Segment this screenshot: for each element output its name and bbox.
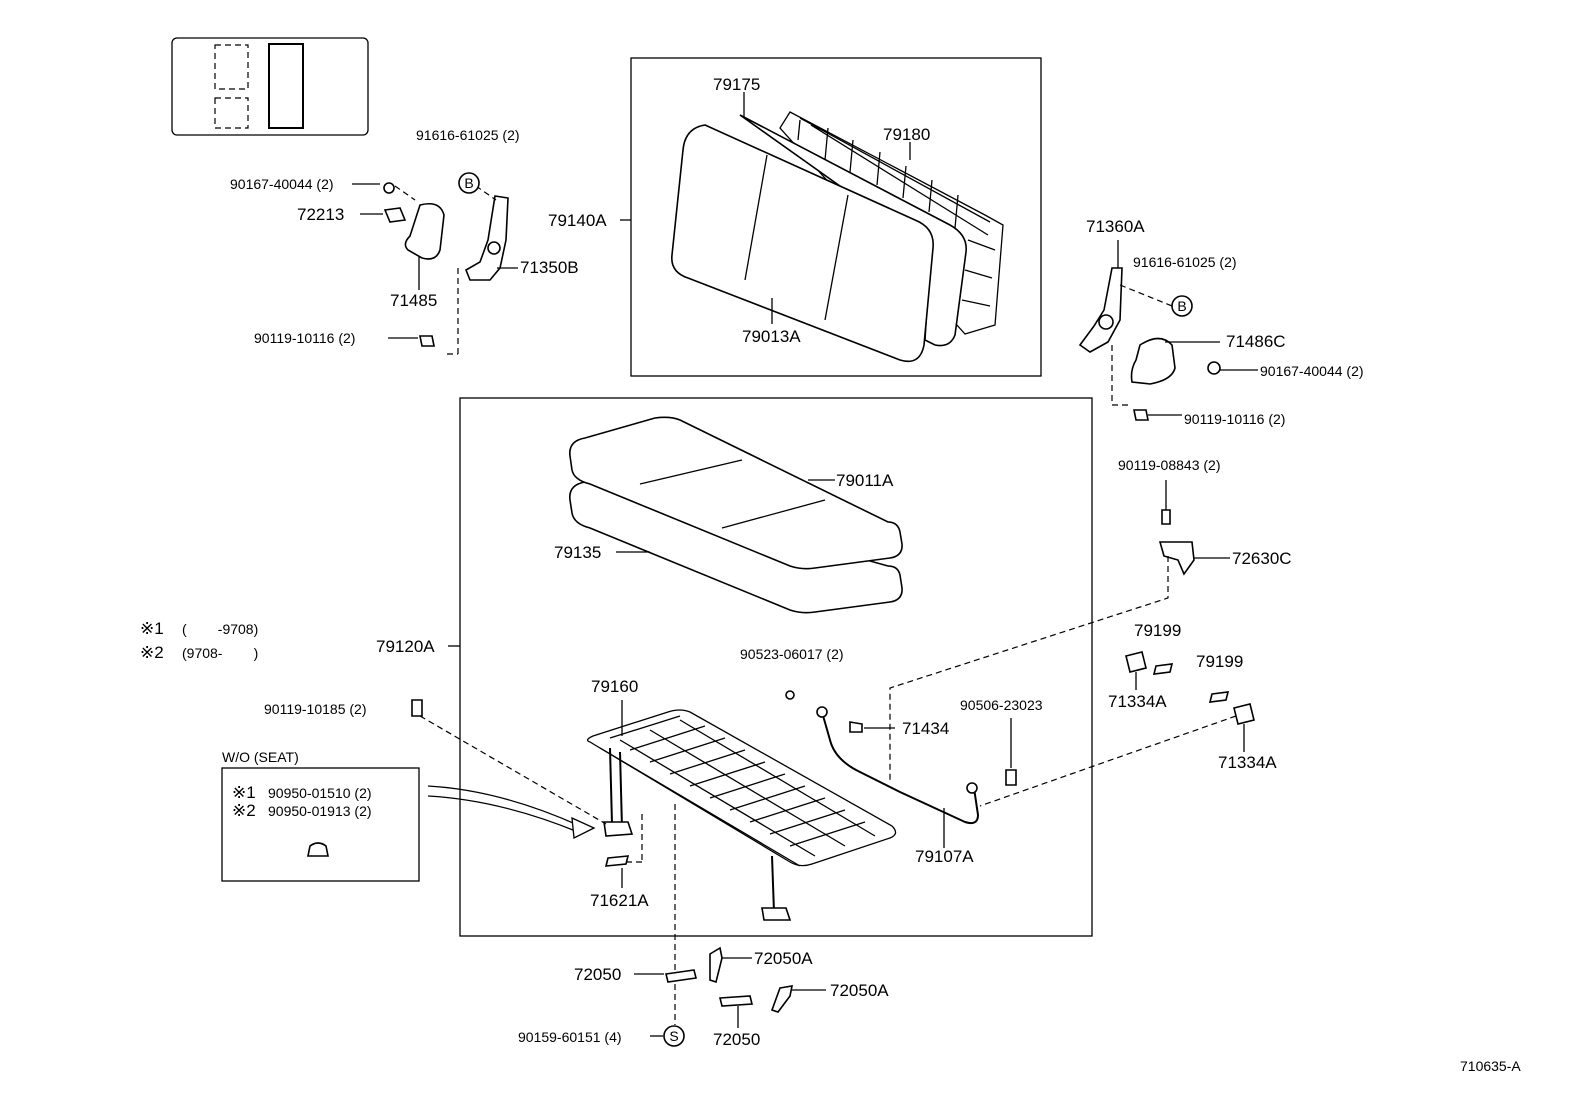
- label-90506: 90506-23023: [960, 697, 1043, 713]
- label-71350B: 71350B: [520, 258, 579, 277]
- left-hinge-parts: [352, 172, 518, 355]
- label-90159: 90159-60151 (4): [518, 1029, 622, 1045]
- label-90119-10116-right: 90119-10116 (2): [1184, 411, 1285, 427]
- label-91616-right: 91616-61025 (2): [1133, 254, 1237, 270]
- label-71485: 71485: [390, 291, 437, 310]
- wo-seat-title: W/O (SEAT): [222, 749, 299, 765]
- label-90119-10116-left: 90119-10116 (2): [254, 330, 355, 346]
- label-72050-b: 72050: [713, 1030, 760, 1049]
- label-79160: 79160: [591, 677, 638, 696]
- seat-frame-79160: [586, 700, 897, 921]
- right-bracket-hardware: [889, 480, 1255, 807]
- label-90523: 90523-06017 (2): [740, 646, 844, 662]
- wo-seat-line1-mark: ※1: [232, 783, 256, 802]
- wo-seat-section: [221, 699, 643, 888]
- callout-b-right: B: [1177, 298, 1186, 314]
- label-79180: 79180: [883, 125, 930, 144]
- wo-seat-line1-part: 90950-01510 (2): [268, 785, 372, 801]
- label-90119-08843: 90119-08843 (2): [1118, 457, 1220, 473]
- note1-mark: ※1: [140, 619, 164, 638]
- wo-seat-line2-mark: ※2: [232, 801, 256, 820]
- seat-cushion-base-79135: [568, 481, 903, 614]
- label-71334A-b: 71334A: [1218, 753, 1277, 772]
- label-72050-a: 72050: [574, 965, 621, 984]
- seat-cushion-leaders: [448, 479, 835, 647]
- wo-seat-box: [221, 767, 420, 882]
- seat-back-cushion-79013A: [671, 124, 934, 363]
- callout-b-top: B: [464, 175, 473, 191]
- seat-cushion-79011A: [568, 416, 903, 570]
- lock-rod-79107A: [785, 690, 1017, 848]
- note2-text: (9708- ): [182, 645, 258, 661]
- label-79135: 79135: [554, 543, 601, 562]
- seat-back-frame-79180: [779, 111, 1004, 335]
- label-79013A: 79013A: [742, 327, 801, 346]
- label-91616-left: 91616-61025 (2): [416, 127, 520, 143]
- label-79011A: 79011A: [836, 471, 894, 490]
- seat-back-group-box: [630, 57, 1042, 377]
- label-79120A: 79120A: [376, 637, 435, 656]
- label-79107A: 79107A: [915, 847, 974, 866]
- label-79140A: 79140A: [548, 211, 607, 230]
- right-hinge-parts: [1078, 240, 1258, 421]
- label-72050A-b: 72050A: [830, 981, 889, 1000]
- bottom-hardware: [634, 804, 826, 1047]
- label-79175: 79175: [713, 75, 760, 94]
- label-71434: 71434: [902, 719, 949, 738]
- label-79199-a: 79199: [1134, 621, 1181, 640]
- label-71486C: 71486C: [1226, 332, 1286, 351]
- seat-location-inset: [171, 37, 369, 136]
- label-71621A: 71621A: [590, 891, 649, 910]
- note2-mark: ※2: [140, 643, 164, 662]
- callout-s-bottom: S: [669, 1028, 678, 1044]
- seat-cushion-group-box: [459, 397, 1093, 937]
- label-72213: 72213: [297, 205, 344, 224]
- label-90167-left: 90167-40044 (2): [230, 176, 334, 192]
- label-72630C: 72630C: [1232, 549, 1292, 568]
- wo-seat-line2-part: 90950-01913 (2): [268, 803, 372, 819]
- label-90167-right: 90167-40044 (2): [1260, 363, 1364, 379]
- label-90119-10185: 90119-10185 (2): [264, 701, 366, 717]
- label-71360A: 71360A: [1086, 217, 1145, 236]
- drawing-number: 710635-A: [1460, 1058, 1521, 1074]
- seat-back-leaders: [620, 92, 911, 324]
- label-71334A-a: 71334A: [1108, 692, 1167, 711]
- label-72050A-a: 72050A: [754, 949, 813, 968]
- label-79199-b: 79199: [1196, 652, 1243, 671]
- note1-text: ( -9708): [182, 621, 258, 637]
